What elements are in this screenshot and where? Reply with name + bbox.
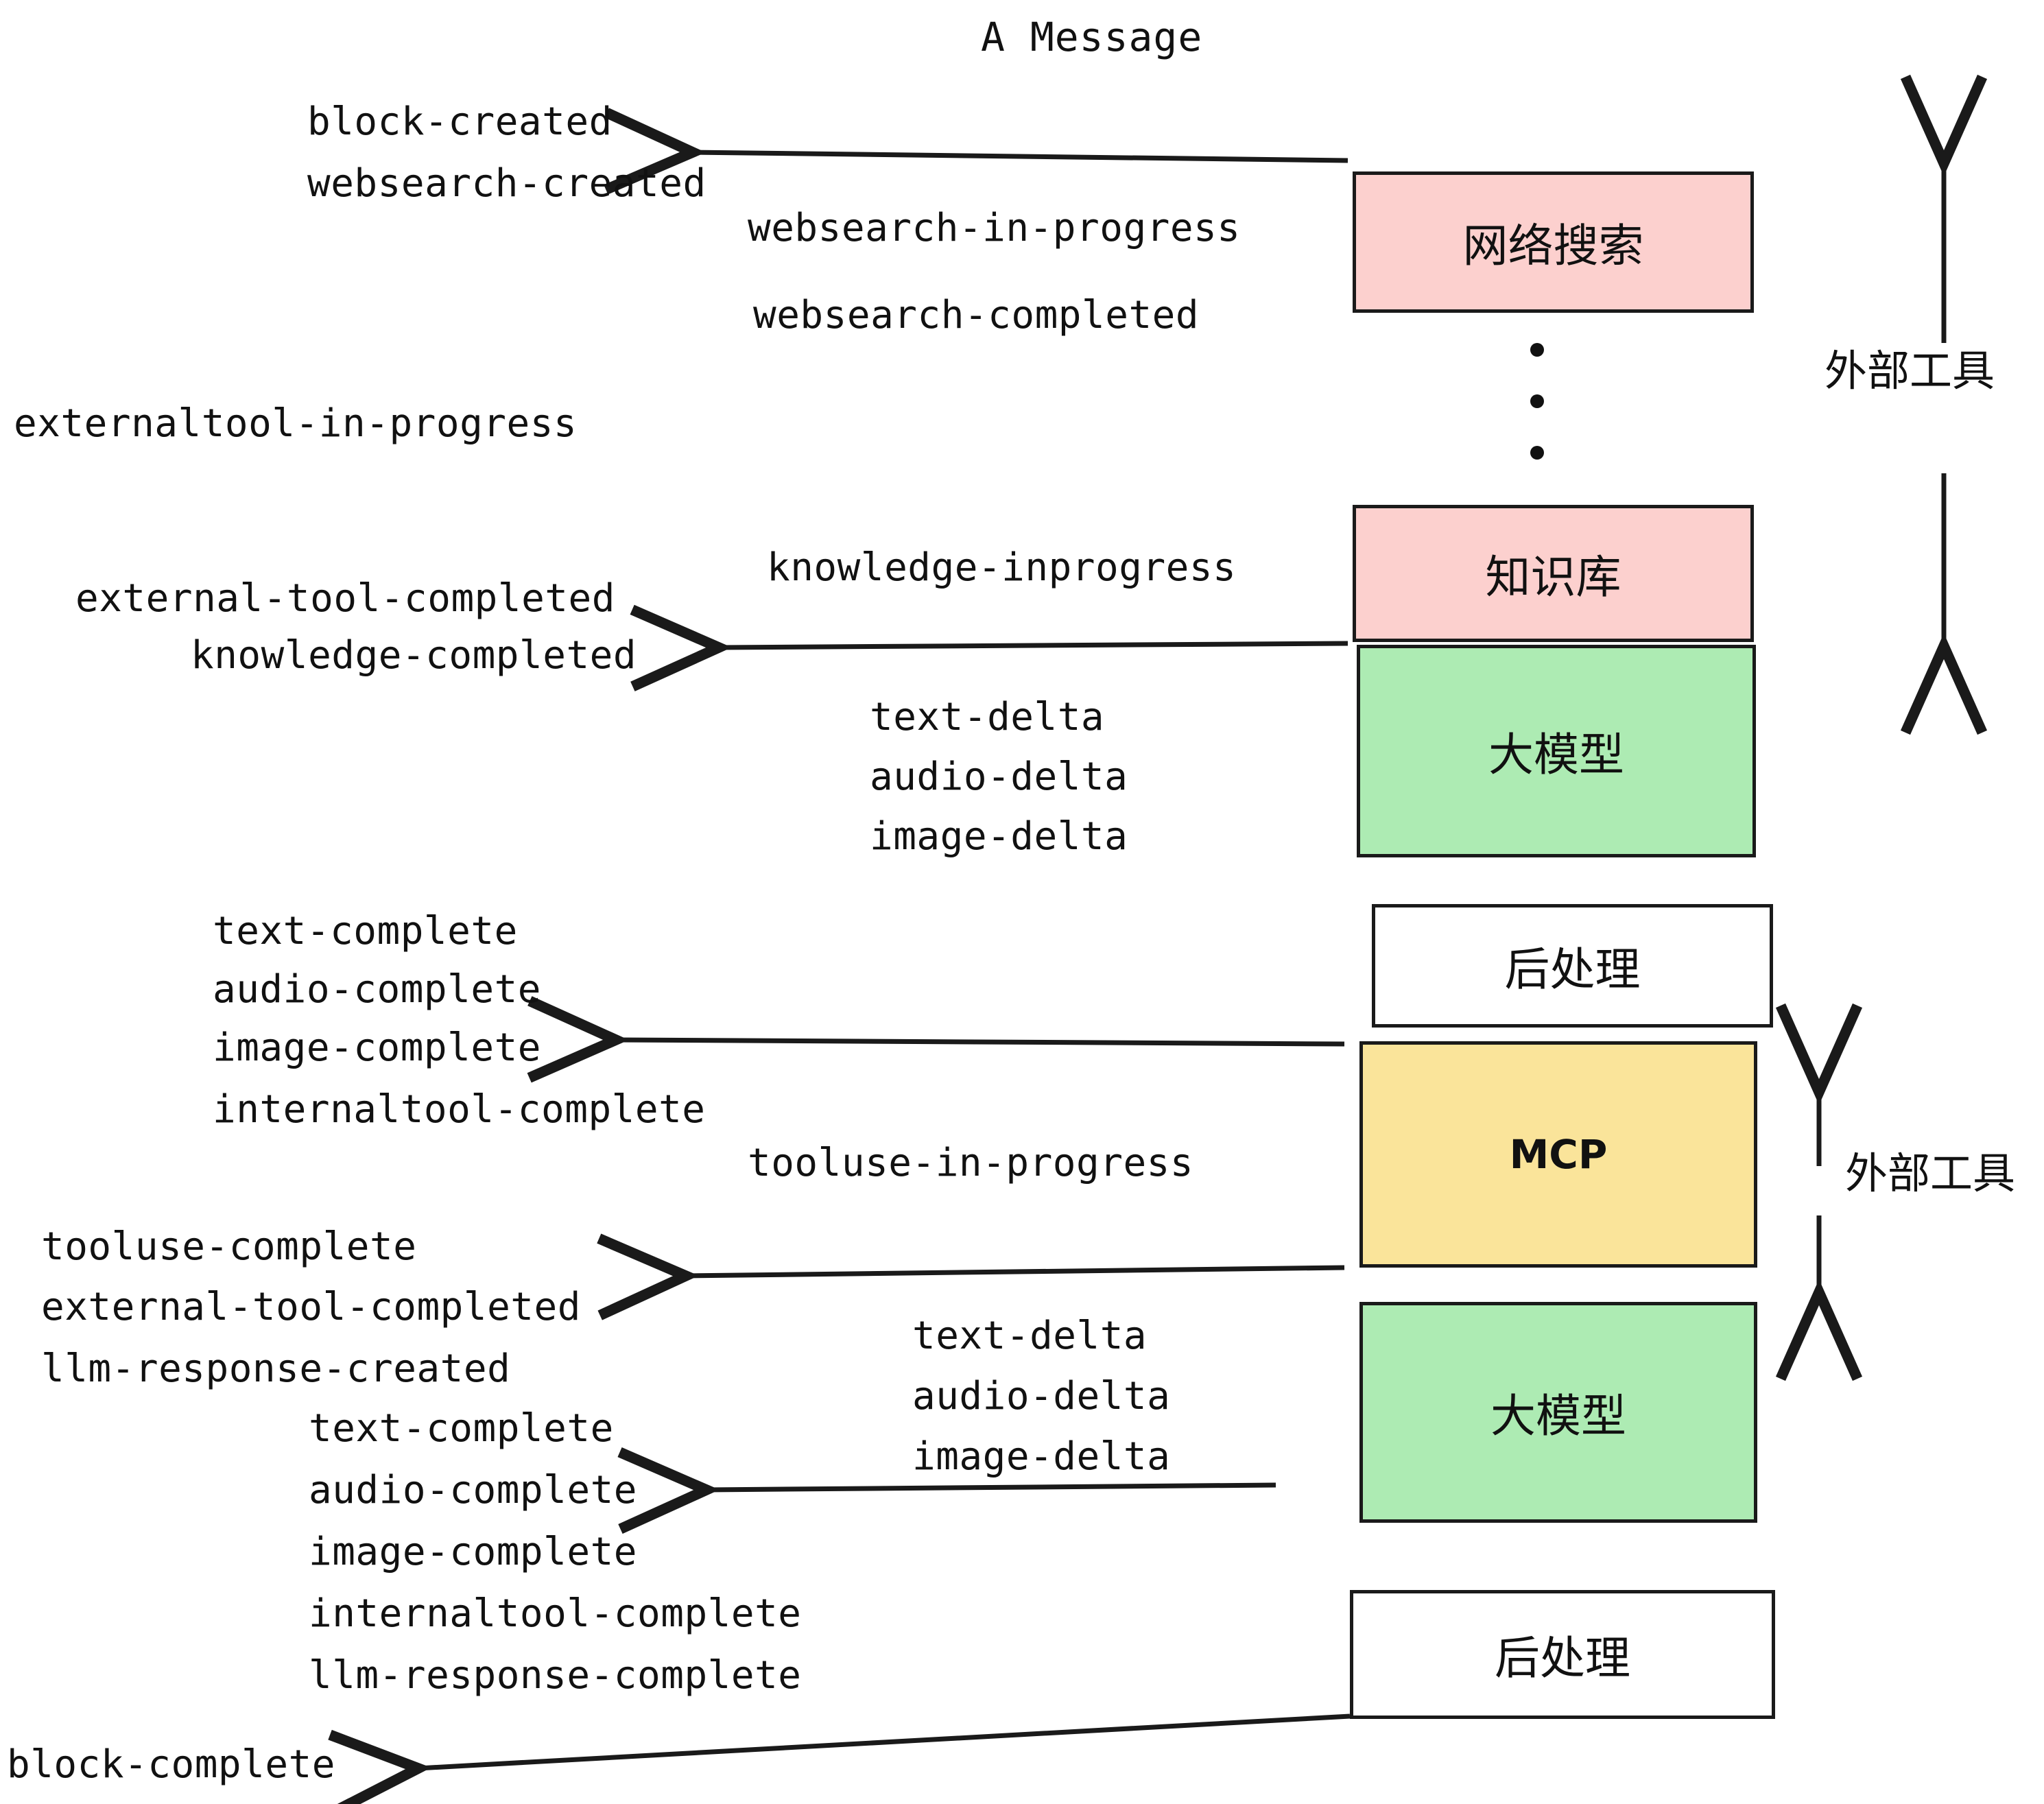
- node-knowledge-base-label: 知识库: [1485, 551, 1621, 604]
- event-llm-response-created: llm-response-created: [41, 1346, 511, 1391]
- event-text-delta-2: text-delta: [912, 1314, 1148, 1358]
- event-image-delta-2: image-delta: [912, 1434, 1171, 1479]
- node-llm-1[interactable]: 大模型: [1357, 645, 1756, 857]
- arrow-postprocess1-to-image-complete: [616, 1040, 1345, 1044]
- event-text-complete-2: text-complete: [309, 1406, 614, 1451]
- node-postprocess-2-label: 后处理: [1495, 1632, 1630, 1685]
- event-external-tool-completed-1: external-tool-completed: [75, 576, 615, 621]
- dot-1: [1530, 343, 1544, 357]
- event-image-complete-1: image-complete: [213, 1025, 542, 1070]
- node-llm-2[interactable]: 大模型: [1359, 1302, 1757, 1523]
- node-mcp-label: MCP: [1509, 1131, 1608, 1178]
- event-websearch-completed: websearch-completed: [753, 293, 1200, 337]
- event-tooluse-in-progress: tooluse-in-progress: [748, 1141, 1194, 1185]
- page-title: A Message: [981, 14, 1203, 60]
- event-websearch-in-progress: websearch-in-progress: [748, 206, 1241, 250]
- dot-3: [1530, 446, 1544, 460]
- event-block-complete: block-complete: [7, 1742, 336, 1787]
- external-tools-label-bottom: 外部工具: [1845, 1148, 2016, 1198]
- arrow-mcp-to-tooluse-complete: [686, 1268, 1345, 1276]
- event-image-complete-2: image-complete: [309, 1530, 638, 1574]
- event-text-delta-1: text-delta: [870, 695, 1105, 739]
- event-websearch-created: websearch-created: [307, 161, 706, 206]
- event-knowledge-inprogress: knowledge-inprogress: [767, 545, 1237, 590]
- node-llm-2-label: 大模型: [1490, 1390, 1626, 1443]
- event-tooluse-complete: tooluse-complete: [41, 1224, 417, 1269]
- node-llm-1-label: 大模型: [1488, 728, 1624, 781]
- event-audio-delta-1: audio-delta: [870, 755, 1128, 799]
- node-knowledge-base[interactable]: 知识库: [1353, 505, 1754, 642]
- event-external-tool-completed-2: external-tool-completed: [41, 1285, 581, 1329]
- node-mcp[interactable]: MCP: [1359, 1041, 1757, 1268]
- arrow-llm2-to-audio-complete: [706, 1485, 1276, 1490]
- external-tools-label-top: 外部工具: [1825, 346, 1995, 396]
- event-audio-complete-1: audio-complete: [213, 967, 542, 1012]
- event-llm-response-complete: llm-response-complete: [309, 1653, 802, 1698]
- event-audio-complete-2: audio-complete: [309, 1468, 638, 1512]
- event-block-created: block-created: [307, 99, 613, 144]
- event-internaltool-complete-2: internaltool-complete: [309, 1591, 802, 1636]
- node-postprocess-1[interactable]: 后处理: [1372, 904, 1773, 1028]
- node-websearch[interactable]: 网络搜索: [1353, 171, 1754, 313]
- arrow-websearch-to-created: [693, 152, 1348, 161]
- node-postprocess-1-label: 后处理: [1504, 943, 1641, 996]
- arrow-postprocess2-to-block-complete: [418, 1713, 1351, 1768]
- event-image-delta-1: image-delta: [870, 814, 1128, 859]
- node-postprocess-2[interactable]: 后处理: [1350, 1590, 1775, 1719]
- event-audio-delta-2: audio-delta: [912, 1374, 1171, 1419]
- arrow-knowledge-to-completed: [719, 643, 1348, 648]
- ellipsis-dots: [1530, 343, 1545, 460]
- node-websearch-label: 网络搜索: [1462, 219, 1644, 272]
- event-knowledge-completed: knowledge-completed: [191, 633, 637, 678]
- event-internaltool-complete-1: internaltool-complete: [213, 1087, 706, 1132]
- event-externaltool-in-progress: externaltool-in-progress: [14, 401, 578, 446]
- dot-2: [1530, 394, 1544, 408]
- event-text-complete-1: text-complete: [213, 909, 518, 953]
